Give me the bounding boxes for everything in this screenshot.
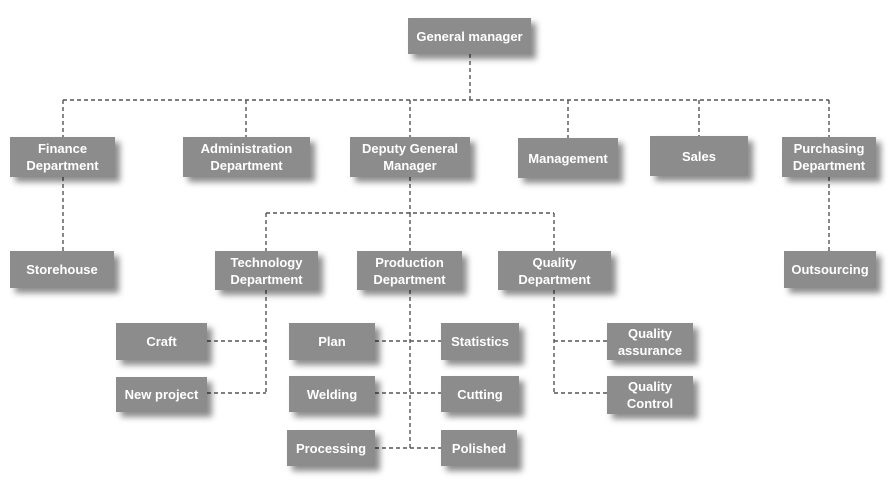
node-polished: Polished	[441, 430, 517, 466]
node-statistics: Statistics	[441, 323, 519, 360]
node-sales: Sales	[650, 136, 748, 176]
node-plan: Plan	[289, 323, 375, 360]
node-quality-department: Quality Department	[498, 251, 611, 290]
node-management: Management	[518, 138, 618, 178]
node-general-manager: General manager	[408, 18, 531, 54]
node-outsourcing: Outsourcing	[784, 251, 876, 288]
node-storehouse: Storehouse	[10, 251, 114, 288]
node-craft: Craft	[116, 323, 207, 360]
node-processing: Processing	[287, 430, 375, 466]
node-technology-department: Technology Department	[215, 251, 318, 290]
node-finance-department: Finance Department	[10, 137, 115, 177]
node-welding: Welding	[289, 376, 375, 412]
node-new-project: New project	[116, 377, 207, 412]
node-administration-department: Administration Department	[183, 137, 310, 177]
node-quality-control: Quality Control	[607, 376, 693, 414]
node-cutting: Cutting	[441, 376, 519, 412]
node-production-department: Production Department	[357, 251, 462, 290]
node-purchasing-department: Purchasing Department	[782, 137, 876, 177]
node-quality-assurance: Quality assurance	[607, 323, 693, 360]
node-deputy-general-manager: Deputy General Manager	[350, 137, 470, 177]
